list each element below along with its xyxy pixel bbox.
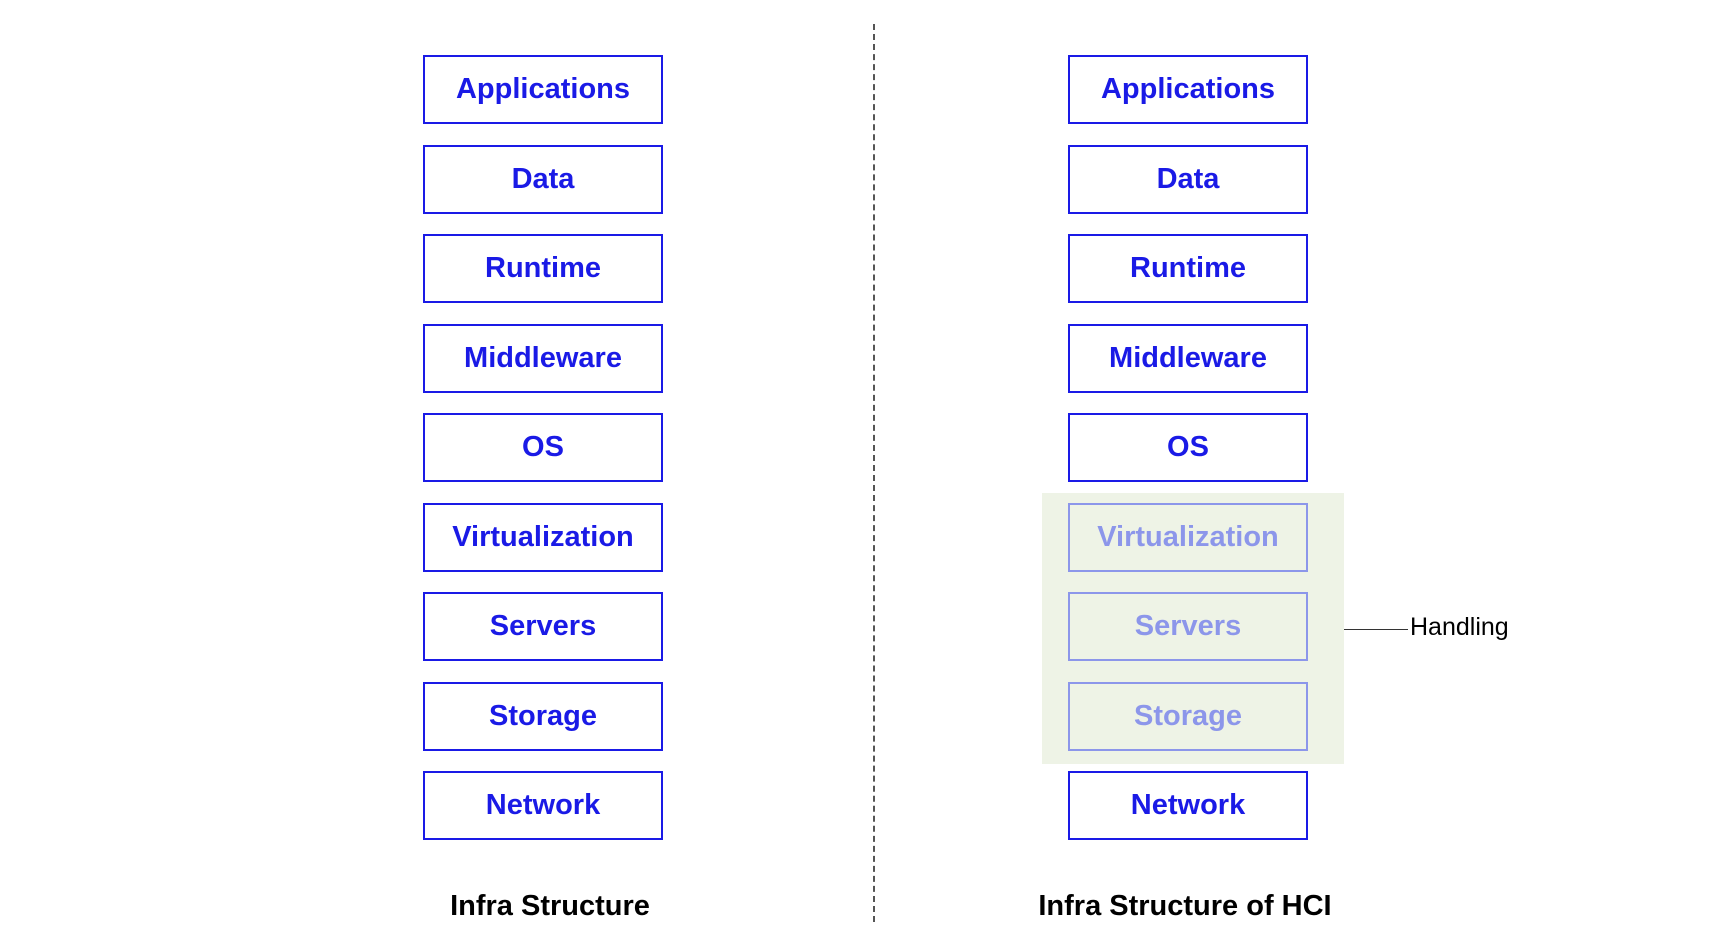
layer-network: Network [423,771,663,840]
hci-layer-data: Data [1068,144,1308,214]
dashed-divider [873,24,875,922]
layer-data: Data [423,144,663,214]
handling-label: Handling [1410,613,1509,641]
hci-layer-os: OS [1068,413,1308,482]
hci-layer-servers: Servers [1068,592,1308,661]
handling-connector-line [1344,629,1408,630]
layer-servers: Servers [423,592,663,661]
infra-structure-caption: Infra Structure [450,890,650,922]
hci-layer-virtualization: Virtualization [1068,502,1308,572]
layer-virtualization: Virtualization [423,502,663,572]
hci-infra-structure-stack: Applications Data Runtime Middleware OS … [1068,55,1308,861]
hci-infra-structure-caption: Infra Structure of HCI [1038,890,1332,922]
layer-os: OS [423,413,663,482]
layer-runtime: Runtime [423,234,663,303]
hci-layer-applications: Applications [1068,55,1308,124]
hci-layer-storage: Storage [1068,681,1308,751]
infra-structure-stack: Applications Data Runtime Middleware OS … [423,55,663,861]
hci-handled-region [1042,493,1344,764]
hci-layer-middleware: Middleware [1068,323,1308,393]
hci-layer-network: Network [1068,771,1308,840]
layer-middleware: Middleware [423,323,663,393]
layer-storage: Storage [423,681,663,751]
hci-layer-runtime: Runtime [1068,234,1308,303]
layer-applications: Applications [423,55,663,124]
